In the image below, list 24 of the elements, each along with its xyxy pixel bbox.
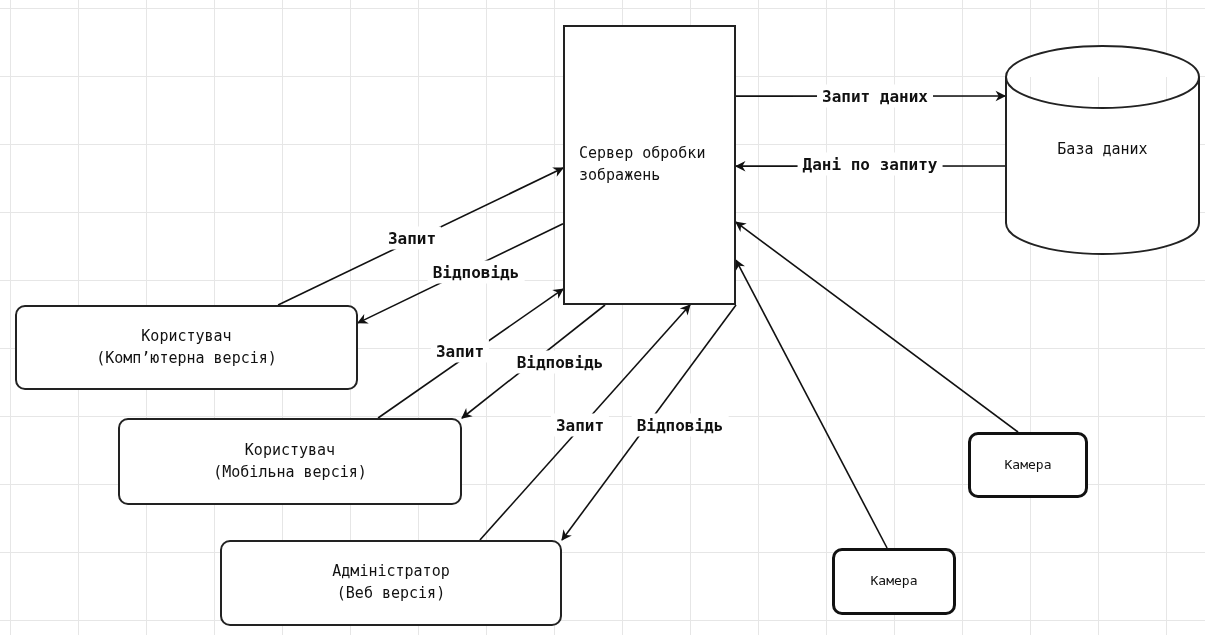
node-label: База даних [1057, 139, 1148, 161]
node-label: Адміністратор (Веб версія) [331, 561, 451, 604]
client-box [220, 540, 562, 626]
arrow [479, 304, 691, 541]
node-label: Камера [1004, 455, 1052, 474]
node-label: Сервер обробки зображень [579, 143, 707, 186]
edge-label: Запит [430, 339, 490, 363]
arrow [735, 259, 888, 549]
edge-label: Відповідь [631, 413, 729, 437]
client-box [118, 418, 462, 505]
arrow [561, 304, 737, 541]
arrow [735, 221, 1019, 433]
node-label: Користувач (Мобільна версія) [212, 439, 368, 483]
camera-box [968, 432, 1088, 498]
node-label: Камера [870, 572, 918, 591]
edge-label: Дані по запиту [797, 152, 943, 176]
server-box [563, 25, 736, 305]
camera-box [832, 548, 956, 615]
database-cylinder [1005, 45, 1200, 255]
node-label: Користувач (Комп’ютерна версія) [95, 325, 278, 369]
client-box [15, 305, 358, 390]
edge-label: Запит даних [817, 84, 933, 108]
edge-label: Запит [550, 413, 610, 437]
edge-label: Відповідь [427, 260, 525, 284]
